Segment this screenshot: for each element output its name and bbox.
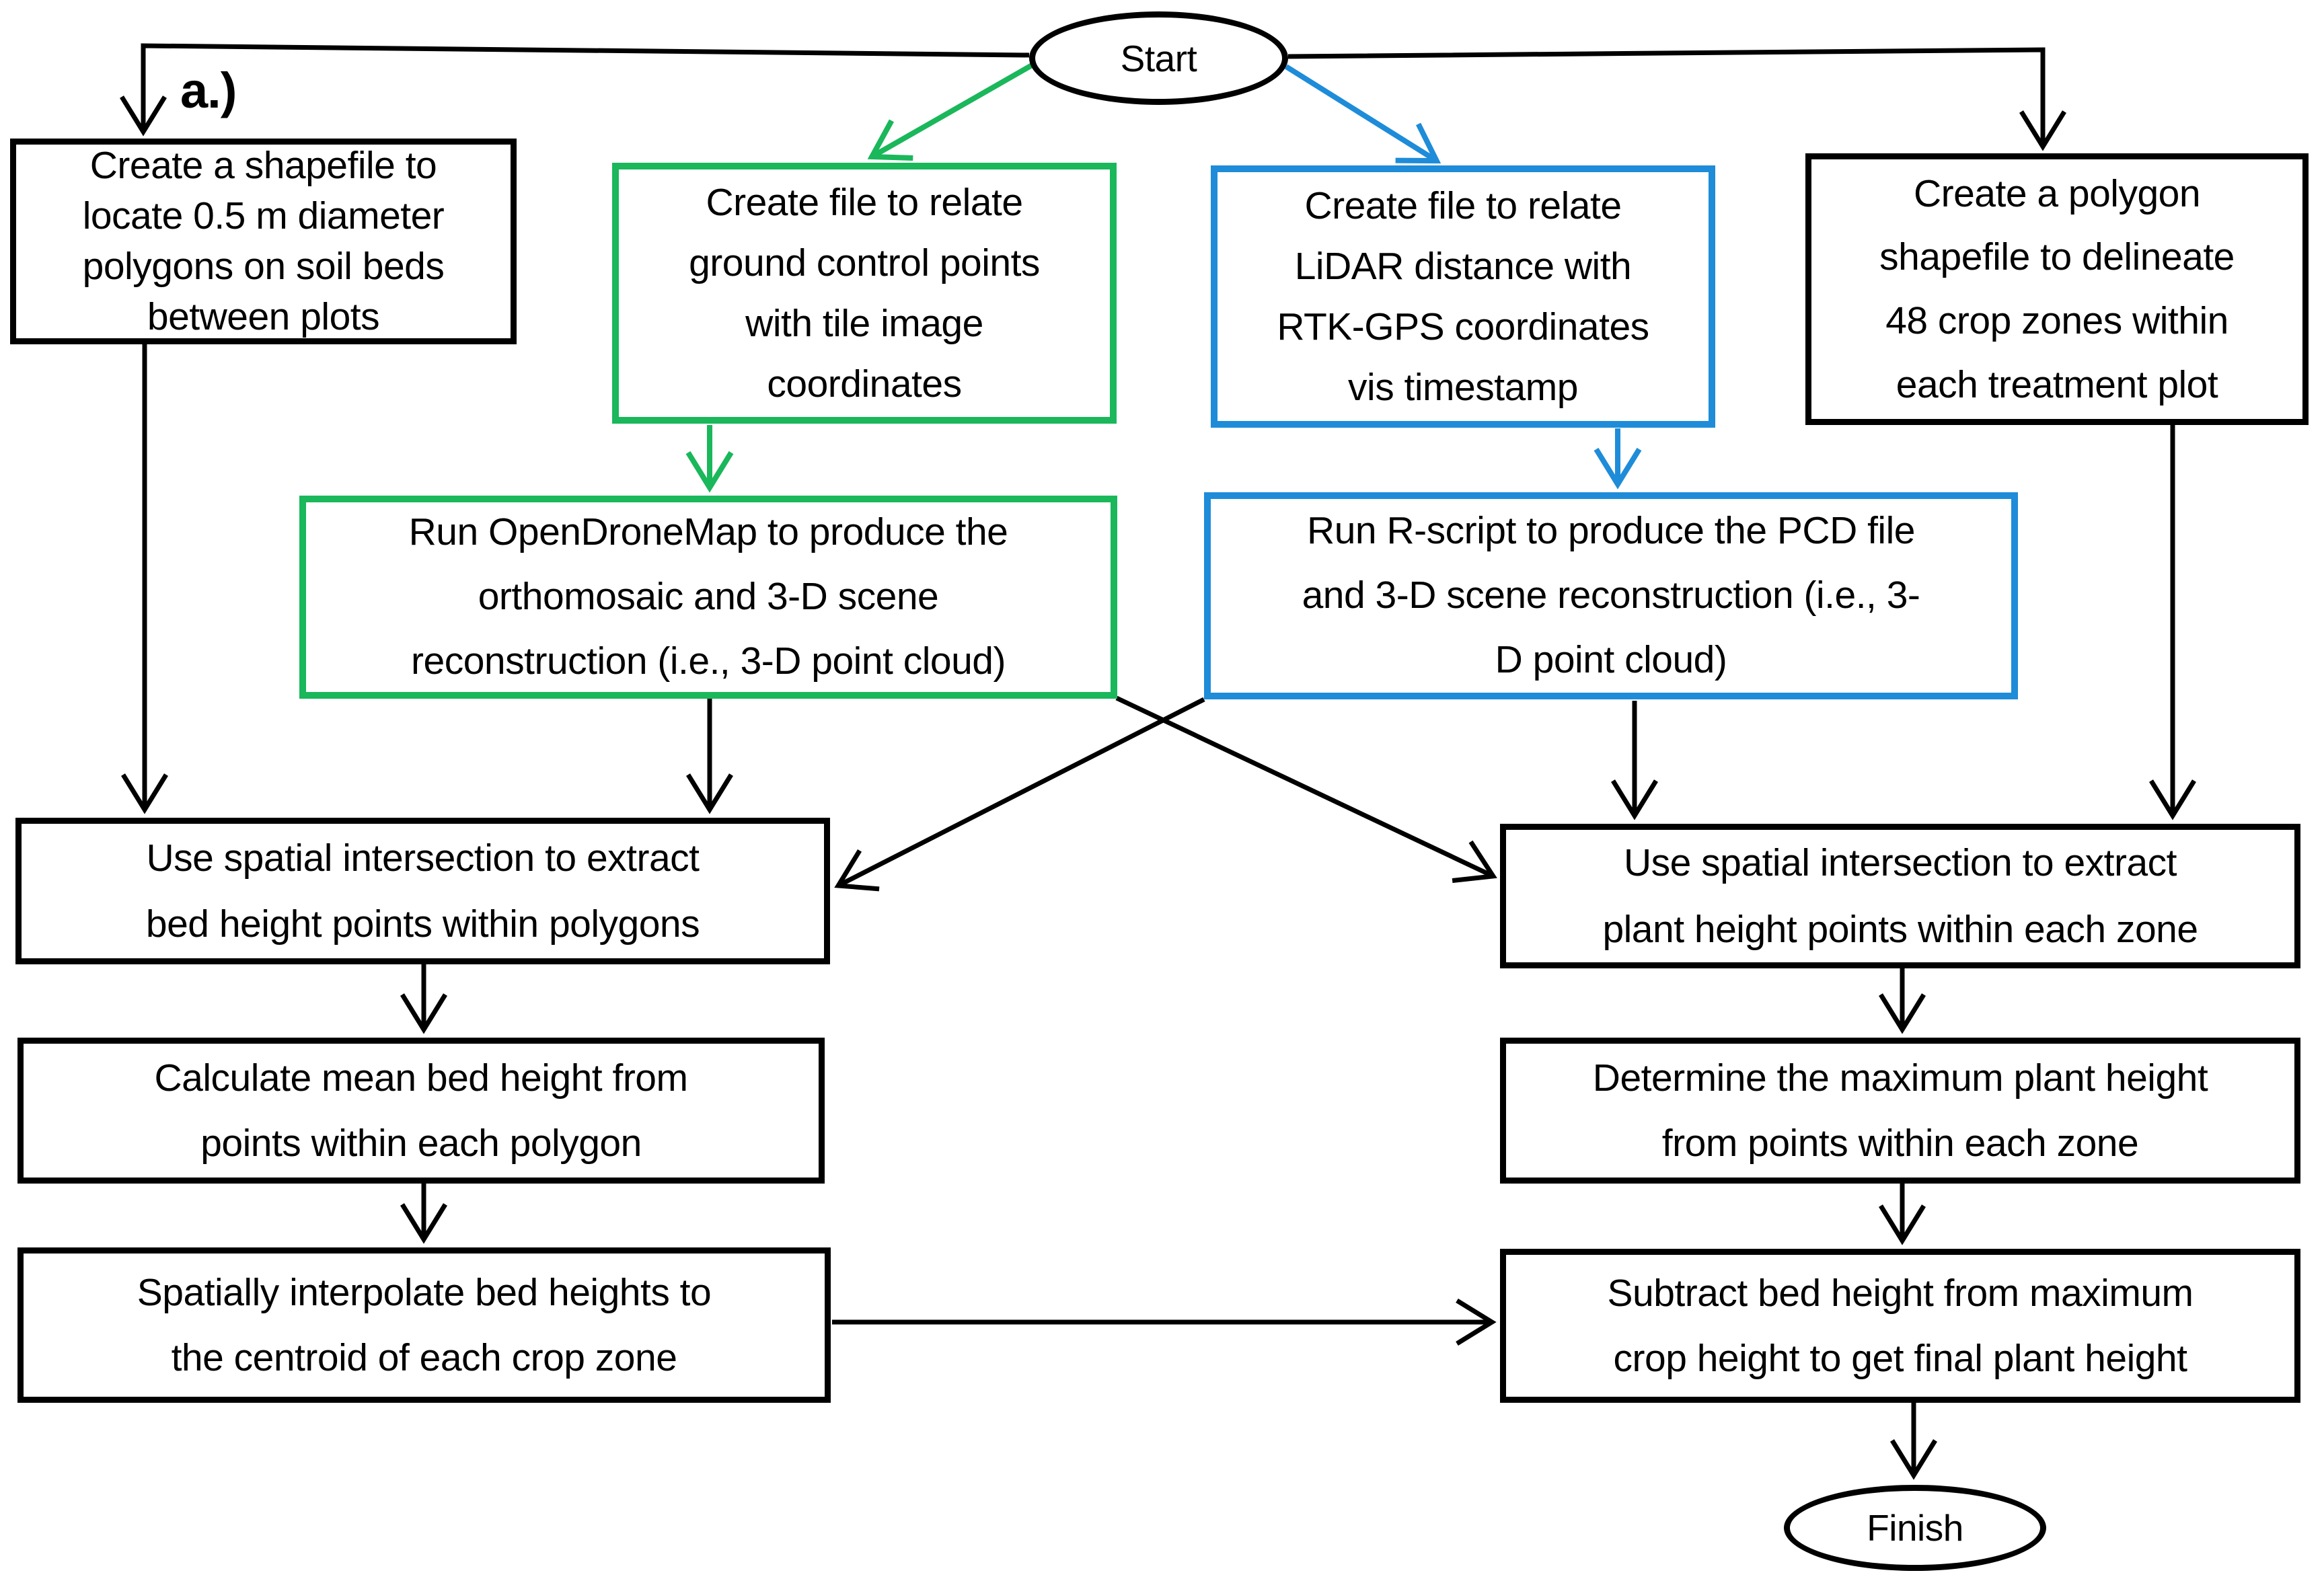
node-create-crop-zone-shapefile: Create a polygon shapefile to delineate … bbox=[1805, 153, 2309, 425]
start-terminator: Start bbox=[1029, 11, 1288, 105]
start-label: Start bbox=[1120, 37, 1197, 79]
node-calculate-mean-bed-height: Calculate mean bed height from points wi… bbox=[17, 1038, 825, 1184]
node-extract-plant-height-points: Use spatial intersection to extract plan… bbox=[1500, 824, 2300, 968]
arrow-rscript-to-extract-bed-height-diagonal bbox=[834, 697, 1205, 892]
arrow-start-to-create-shapefile bbox=[120, 43, 1030, 137]
figure-label: a.) bbox=[180, 63, 237, 118]
node-determine-max-plant-height: Determine the maximum plant height from … bbox=[1500, 1038, 2300, 1184]
arrow-start-to-create-polygon-shapefile bbox=[1287, 47, 2066, 151]
node-interpolate-bed-heights: Spatially interpolate bed heights to the… bbox=[17, 1247, 831, 1403]
node-run-opendronemap: Run OpenDroneMap to produce the orthomos… bbox=[299, 496, 1117, 699]
node-subtract-bed-height: Subtract bed height from maximum crop he… bbox=[1500, 1249, 2300, 1403]
finish-label: Finish bbox=[1867, 1507, 1963, 1549]
node-extract-bed-height-points: Use spatial intersection to extract bed … bbox=[15, 818, 830, 964]
node-create-gcp-file: Create file to relate ground control poi… bbox=[612, 163, 1117, 424]
node-create-lidar-file: Create file to relate LiDAR distance wit… bbox=[1211, 165, 1715, 428]
node-create-bed-polygon-shapefile: Create a shapefile to locate 0.5 m diame… bbox=[10, 139, 517, 344]
node-run-r-script: Run R-script to produce the PCD file and… bbox=[1204, 492, 2018, 699]
arrow-start-to-gcp-file bbox=[867, 63, 1033, 161]
finish-terminator: Finish bbox=[1784, 1485, 2046, 1571]
arrow-start-to-lidar-file bbox=[1284, 64, 1441, 164]
arrow-odm-to-extract-plant-height-diagonal bbox=[1115, 695, 1497, 884]
